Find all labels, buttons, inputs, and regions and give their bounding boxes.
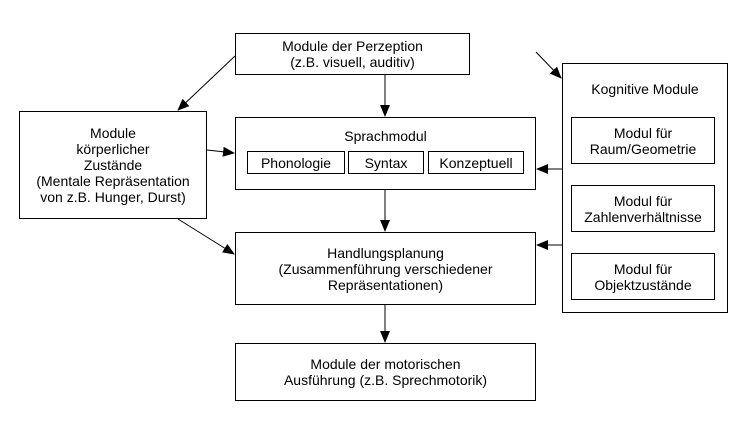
cognitive-modules-box: Kognitive Module Modul für Raum/Geometri… [562,63,728,313]
arrow-perception-to-bodily [177,55,236,111]
space-geometry-module: Modul für Raum/Geometrie [571,117,715,164]
object-states-module: Modul für Objektzustände [571,253,715,300]
object-states-line-1: Modul für [613,260,673,277]
number-ratios-line-2: Zahlenverhältnisse [584,208,702,225]
bodily-line-5: von z.B. Hunger, Durst) [40,189,186,205]
action-planning-box: Handlungsplanung (Zusammenführung versch… [235,232,536,305]
arrow-perception-to-cognitive [535,51,562,79]
bodily-line-3: Zustände [83,157,143,173]
action-planning-title: Handlungsplanung [327,244,444,261]
arrow-bodily-to-planning [177,218,235,255]
motor-execution-box: Module der motorischen Ausführung (z.B. … [235,343,536,401]
perception-examples: (z.B. visuell, auditiv) [290,54,415,70]
conceptual-submodule: Konzeptuell [428,151,524,174]
bodily-line-4: (Mentale Repräsentation [36,173,190,189]
bodily-line-2: körperlicher [76,141,150,157]
language-module-title: Sprachmodul [344,128,427,144]
motor-execution-line-2: Ausführung (z.B. Sprechmotorik) [283,372,488,388]
space-geometry-line-2: Raum/Geometrie [589,140,697,157]
motor-execution-line-1: Module der motorischen [310,356,461,372]
number-ratios-line-1: Modul für [613,192,673,209]
cognitive-modules-title: Kognitive Module [591,81,699,97]
perception-module-box: Module der Perzeption (z.B. visuell, aud… [235,33,470,75]
phonology-submodule: Phonologie [247,151,345,174]
bodily-states-module-box: Module körperlicher Zustände (Mentale Re… [19,111,207,219]
perception-title: Module der Perzeption [282,38,423,54]
space-geometry-line-1: Modul für [613,124,673,141]
object-states-line-2: Objektzustände [594,276,692,293]
action-planning-line-3: Repräsentationen) [327,276,444,293]
syntax-submodule: Syntax [348,151,424,174]
language-module-box: Sprachmodul Phonologie Syntax Konzeptuel… [235,117,536,190]
action-planning-line-2: (Zusammenführung verschiedener [278,260,493,277]
number-ratios-module: Modul für Zahlenverhältnisse [571,185,715,232]
bodily-line-1: Module [90,125,136,141]
arrow-bodily-to-language [206,146,235,157]
